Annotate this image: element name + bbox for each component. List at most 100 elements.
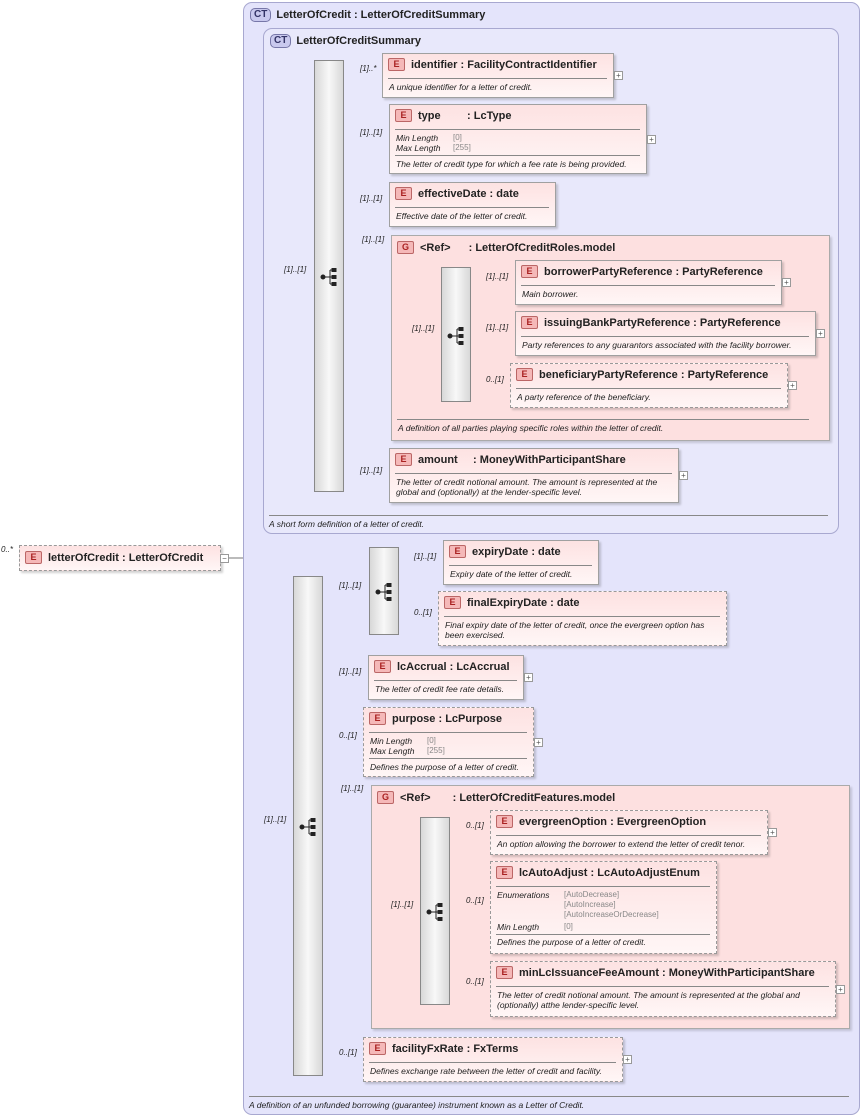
element-cardinality: [1]..[1] (486, 272, 509, 281)
element-cardinality: 0..[1] (339, 731, 357, 740)
element-badge: E (395, 453, 412, 466)
element-badge: E (444, 596, 461, 609)
sequence-icon (375, 583, 392, 601)
expand-icon[interactable]: + (816, 329, 825, 338)
facet-value: [0] (564, 922, 573, 931)
sequence-cardinality: [1]..[1] (284, 265, 307, 274)
element-cardinality: 0..[1] (466, 896, 484, 905)
element-badge: E (496, 866, 513, 879)
element-name: lcAccrual (397, 661, 447, 673)
group-badge: G (377, 791, 394, 804)
element-documentation: Defines the purpose of a letter of credi… (497, 937, 646, 947)
sequence-compositor[interactable] (369, 547, 399, 635)
element-cardinality: [1]..[1] (339, 667, 362, 676)
sequence-compositor[interactable] (420, 817, 450, 1005)
element-badge: E (25, 551, 42, 564)
element-badge: E (516, 368, 533, 381)
expand-icon[interactable]: + (788, 381, 797, 390)
element-badge: E (521, 265, 538, 278)
expand-icon[interactable]: + (623, 1055, 632, 1064)
element-type: date (496, 188, 519, 200)
facet-label: Min Length (497, 922, 540, 932)
element-cardinality: 0..[1] (414, 608, 432, 617)
element-documentation: The letter of credit notional amount. Th… (396, 477, 658, 497)
element-badge: E (369, 712, 386, 725)
facet-value: [0] (453, 133, 462, 142)
element-documentation: Defines the purpose of a letter of credi… (370, 762, 519, 772)
element-documentation: Effective date of the letter of credit. (396, 211, 528, 221)
element-name: minLcIssuanceFeeAmount (519, 967, 659, 979)
ct-documentation: A short form definition of a letter of c… (269, 519, 425, 529)
ct-badge: CT (270, 34, 292, 48)
facet-label: Max Length (370, 746, 415, 756)
facet-value: [255] (427, 746, 445, 755)
collapse-icon[interactable]: − (220, 554, 229, 563)
facet-label: Max Length (396, 143, 441, 153)
element-documentation: Final expiry date of the letter of credi… (445, 620, 705, 640)
element-cardinality: 0..[1] (486, 375, 504, 384)
expand-icon[interactable]: + (768, 828, 777, 837)
element-name: amount (418, 454, 458, 466)
element-badge: E (369, 1042, 386, 1055)
element-type: date (538, 546, 561, 558)
expand-icon[interactable]: + (782, 278, 791, 287)
element-cardinality: 0..[1] (466, 977, 484, 986)
group-name: LetterOfCreditRoles.model (475, 242, 616, 254)
element-documentation: Main borrower. (522, 289, 579, 299)
element-documentation: An option allowing the borrower to exten… (497, 839, 746, 849)
group-cardinality: [1]..[1] (341, 784, 364, 793)
expand-icon[interactable]: + (679, 471, 688, 480)
sequence-compositor[interactable] (314, 60, 344, 492)
element-type: LcAutoAdjustEnum (597, 867, 700, 879)
expand-icon[interactable]: + (534, 738, 543, 747)
element-name: borrowerPartyReference (544, 266, 673, 278)
group-documentation: A definition of all parties playing spec… (398, 423, 664, 433)
expand-icon[interactable]: + (524, 673, 533, 682)
facet-label: Min Length (396, 133, 439, 143)
element-name: finalExpiryDate (467, 597, 548, 609)
group-ref: <Ref> (400, 792, 431, 804)
element-name: lcAutoAdjust (519, 867, 588, 879)
element-name: type (418, 110, 441, 122)
element-badge: E (449, 545, 466, 558)
element-badge: E (395, 109, 412, 122)
expand-icon[interactable]: + (647, 135, 656, 144)
element-documentation: Expiry date of the letter of credit. (450, 569, 573, 579)
sequence-cardinality: [1]..[1] (412, 324, 435, 333)
expand-icon[interactable]: + (836, 985, 845, 994)
element-documentation: Party references to any guarantors assoc… (522, 340, 792, 350)
element-name: issuingBankPartyReference (544, 317, 691, 329)
sequence-compositor[interactable] (293, 576, 323, 1076)
sequence-compositor[interactable] (441, 267, 471, 402)
element-cardinality: [1]..[1] (360, 466, 383, 475)
element-name: purpose (392, 713, 436, 725)
element-type: LetterOfCredit (128, 552, 204, 564)
expand-icon[interactable]: + (614, 71, 623, 80)
element-cardinality: [1]..[1] (360, 128, 383, 137)
facet-value: [0] (427, 736, 436, 745)
element-cardinality: [1]..[1] (486, 323, 509, 332)
element-documentation: A party reference of the beneficiary. (517, 392, 651, 402)
facet-label: Min Length (370, 736, 413, 746)
element-badge: E (496, 815, 513, 828)
element-badge: E (374, 660, 391, 673)
element-name: identifier (411, 59, 458, 71)
sequence-cardinality: [1]..[1] (264, 815, 287, 824)
element-type: PartyReference (699, 317, 781, 329)
